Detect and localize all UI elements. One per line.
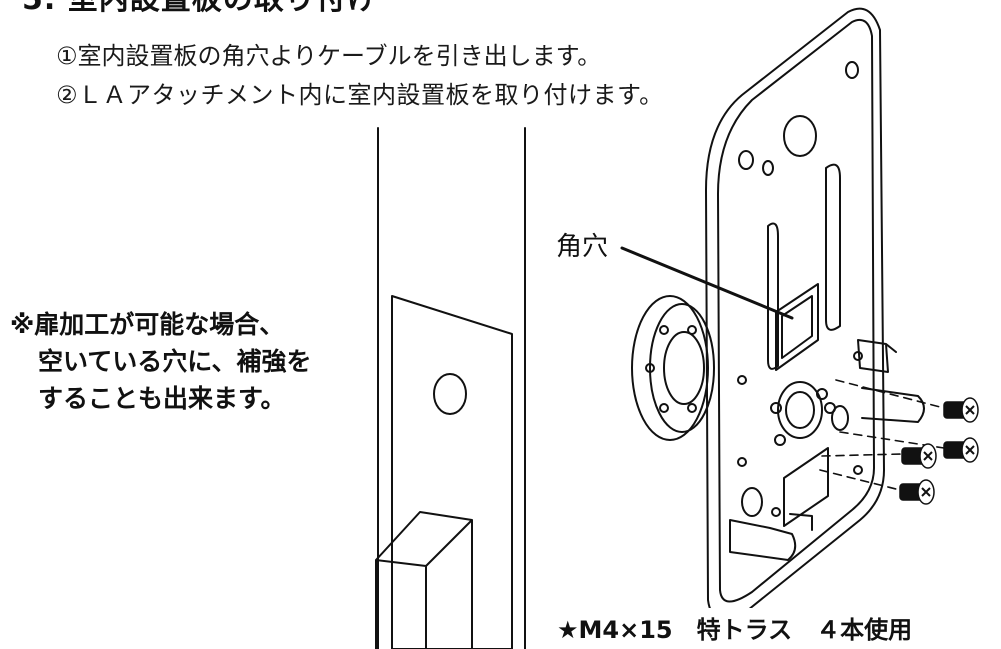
section-title: 5. 室内設置板の取り付け — [22, 0, 378, 18]
screw-spec-label: ★M4×15 特トラス ４本使用 — [553, 608, 917, 647]
screw-4 — [899, 479, 935, 505]
cylinder-ring — [631, 295, 715, 441]
plate-hole-center — [777, 381, 823, 439]
strike-plate-hole — [433, 373, 467, 415]
note-line-3: することも出来ます。 — [38, 384, 286, 413]
bracket-tab-mid — [861, 387, 925, 423]
bracket-tab-right — [857, 339, 897, 373]
plate-slot-left — [767, 222, 779, 370]
hole-leader-line — [620, 246, 794, 320]
square-hole-label: 角穴 — [556, 232, 609, 262]
screw-2 — [943, 437, 979, 463]
note-line-2: 空いている穴に、補強を — [38, 347, 312, 376]
bracket-tab-bottom — [729, 519, 797, 561]
screw-guide-lines — [819, 379, 945, 491]
plate-hole-top-large — [783, 115, 817, 157]
mounting-plate-rim — [717, 18, 875, 603]
mounting-plate — [705, 7, 885, 620]
step-2-text: ②ＬＡアタッチメント内に室内設置板を取り付けます。 — [56, 81, 664, 109]
plate-hole-top-small — [845, 61, 859, 79]
square-hole — [775, 283, 819, 371]
latch-block — [375, 511, 473, 649]
step-1-text: ①室内設置板の角穴よりケーブルを引き出します。 — [56, 42, 602, 70]
screw-1 — [943, 397, 979, 423]
plate-slot-right — [825, 163, 841, 331]
screws — [899, 397, 979, 505]
note-line-1: ※扉加工が可能な場合、 — [10, 310, 285, 339]
screw-3 — [901, 443, 937, 469]
strike-plate — [391, 295, 513, 649]
